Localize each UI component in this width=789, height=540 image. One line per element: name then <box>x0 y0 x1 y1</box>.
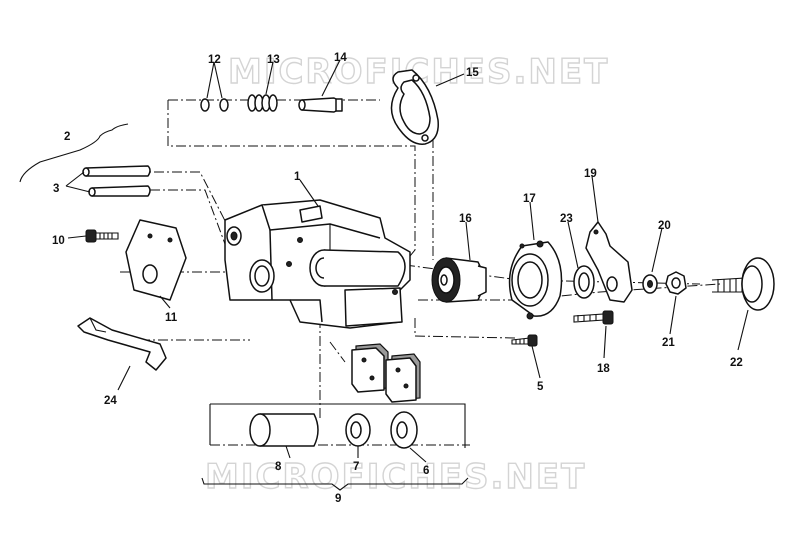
callout-14: 14 <box>334 52 347 64</box>
callout-16: 16 <box>459 213 472 225</box>
callout-13: 13 <box>267 54 280 66</box>
part-14-pin <box>298 97 343 113</box>
part-23-ring <box>573 265 595 299</box>
part-16-adjuster <box>431 257 487 303</box>
part-8-piston <box>249 413 319 447</box>
part-13-spring <box>247 94 278 112</box>
callout-19: 19 <box>584 168 597 180</box>
part-22-adjuster-knob <box>711 257 775 311</box>
callout-15: 15 <box>466 67 479 79</box>
callout-23: 23 <box>560 213 573 225</box>
callout-7: 7 <box>353 461 359 473</box>
part-18-bolt <box>573 310 614 325</box>
callout-6: 6 <box>423 465 429 477</box>
part-20-washer <box>642 274 658 294</box>
callout-17: 17 <box>523 193 536 205</box>
part-24-clip <box>77 317 167 371</box>
part-17-housing <box>508 240 563 320</box>
callout-9: 9 <box>335 493 341 505</box>
callout-12: 12 <box>208 54 221 66</box>
callout-8: 8 <box>275 461 282 473</box>
part-21-nut <box>665 271 687 295</box>
callout-21: 21 <box>662 337 675 349</box>
callout-5: 5 <box>537 381 544 393</box>
watermark-bottom: MICROFICHES.NET <box>205 457 586 497</box>
callout-24: 24 <box>104 395 117 407</box>
callout-labels: 12 13 14 15 2 3 1 10 11 24 5 18 16 17 23… <box>52 52 743 505</box>
callout-18: 18 <box>597 363 610 375</box>
callout-3: 3 <box>53 183 59 195</box>
part-1-caliper-body <box>224 199 411 329</box>
callout-10: 10 <box>52 235 65 247</box>
callout-22: 22 <box>730 357 743 369</box>
callout-2: 2 <box>64 131 70 143</box>
part-15-gasket <box>390 69 439 145</box>
callout-20: 20 <box>658 220 671 232</box>
part-7-seal <box>345 413 371 447</box>
part-12-o-rings <box>200 98 229 112</box>
part-10-bolt <box>85 229 119 243</box>
part-5-screw <box>511 334 538 347</box>
brake-pads <box>351 343 421 403</box>
part-6-seal <box>390 411 418 449</box>
part-11-backing-plate <box>125 219 187 301</box>
callout-1: 1 <box>294 171 301 183</box>
callout-11: 11 <box>165 312 178 324</box>
part-19-bracket <box>585 221 633 303</box>
leader-lines <box>19 59 749 491</box>
part-3-pins <box>82 165 151 197</box>
